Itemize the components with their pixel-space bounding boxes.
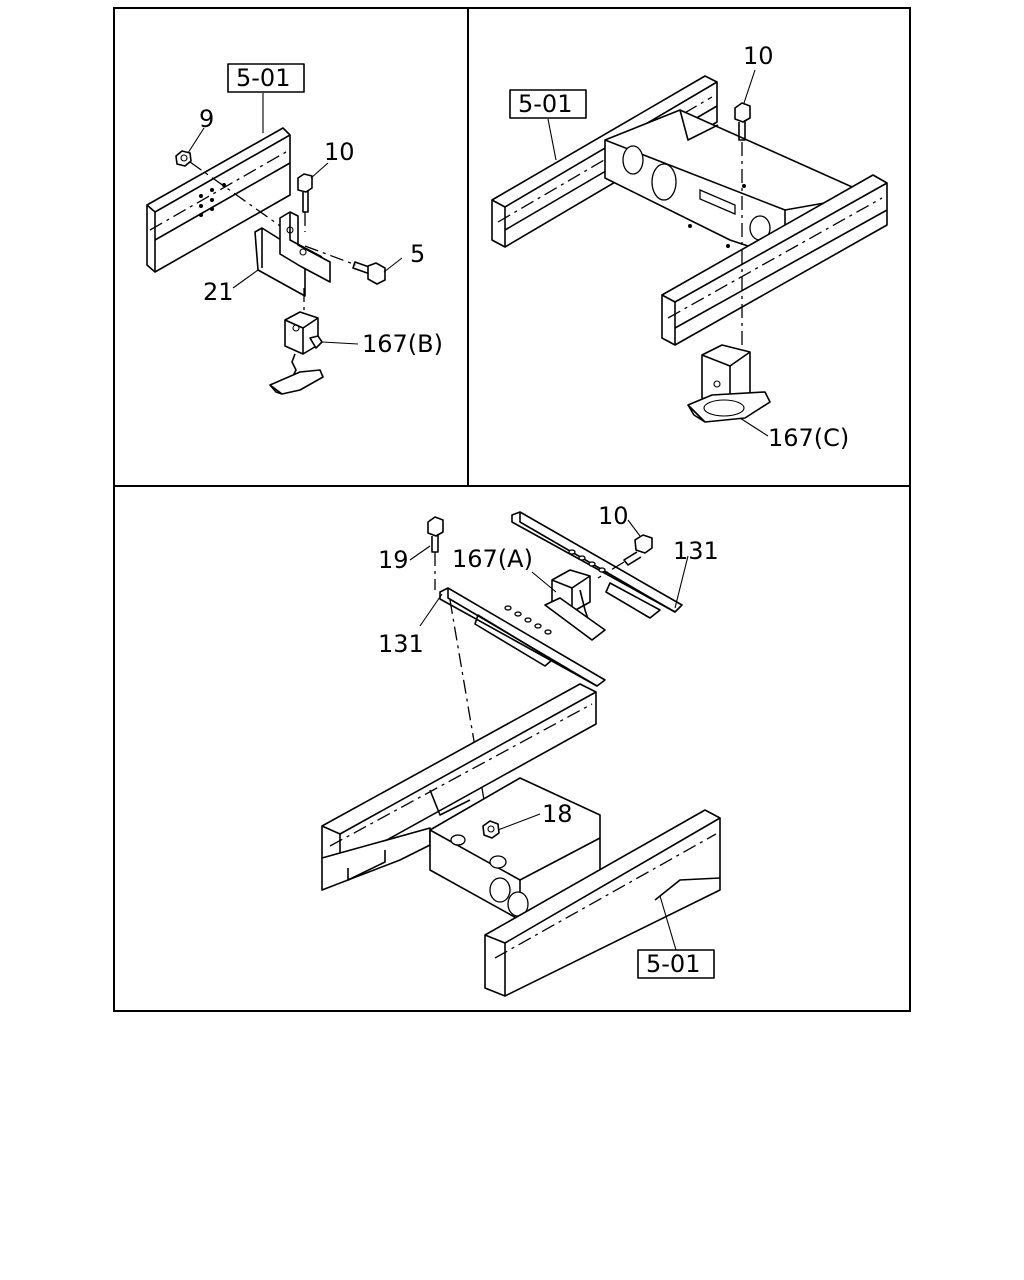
chassis-frame bbox=[321, 683, 721, 997]
frame-rail-front bbox=[661, 174, 888, 346]
leader-lines bbox=[409, 519, 689, 951]
callout-9: 9 bbox=[199, 105, 214, 133]
diagram-frame bbox=[113, 7, 911, 1012]
leader-lines bbox=[187, 93, 403, 345]
bolt-icon bbox=[597, 534, 653, 579]
callout-167a: 167(A) bbox=[452, 545, 533, 573]
leader-lines bbox=[547, 69, 769, 437]
bolt-icon bbox=[297, 173, 313, 232]
ref-box-5-01: 5-01 bbox=[227, 63, 305, 93]
callout-10: 10 bbox=[743, 42, 774, 70]
switch-icon bbox=[544, 569, 606, 641]
mounting-rail-left bbox=[439, 587, 606, 687]
callout-18: 18 bbox=[542, 800, 573, 828]
callout-167b: 167(B) bbox=[362, 330, 443, 358]
bracket-icon bbox=[254, 211, 331, 297]
mounting-rail-right bbox=[511, 511, 683, 619]
callout-131: 131 bbox=[673, 537, 719, 565]
ref-label: 5-01 bbox=[646, 950, 700, 978]
switch-icon bbox=[269, 288, 324, 395]
ref-box-5-01: 5-01 bbox=[509, 89, 587, 119]
callout-167c: 167(C) bbox=[768, 424, 849, 452]
ref-label: 5-01 bbox=[236, 64, 290, 92]
callout-10: 10 bbox=[324, 138, 355, 166]
bolt-icon bbox=[304, 245, 386, 285]
panel-top-left: 5-01 9 10 5 21 167(B) bbox=[146, 63, 443, 395]
callout-19: 19 bbox=[378, 546, 409, 574]
callout-21: 21 bbox=[203, 278, 234, 306]
panel-top-right: 5-01 10 167(C) bbox=[491, 42, 888, 452]
bolt-icon bbox=[734, 102, 751, 350]
callout-10: 10 bbox=[598, 502, 629, 530]
callout-5: 5 bbox=[410, 240, 425, 268]
switch-icon bbox=[687, 344, 771, 423]
callout-131: 131 bbox=[378, 630, 424, 658]
nut-icon bbox=[482, 820, 500, 839]
ref-box-5-01: 5-01 bbox=[637, 949, 715, 979]
panel-bottom: 5-01 19 167(A) 10 131 131 18 bbox=[321, 502, 721, 997]
ref-label: 5-01 bbox=[518, 90, 572, 118]
frame-rail-left bbox=[146, 127, 291, 273]
